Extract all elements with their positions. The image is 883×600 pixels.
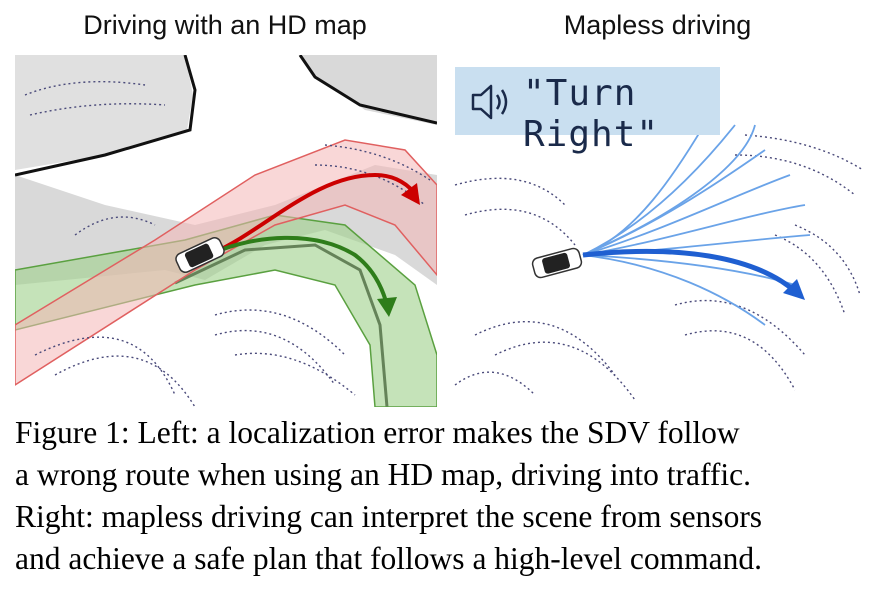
command-box: "Turn Right" [455, 67, 720, 155]
selected-plan-arrowhead [783, 279, 805, 300]
wrong-route-corridor [15, 139, 437, 386]
mapless-scene [454, 74, 864, 401]
road-boundary-top-right [298, 55, 437, 125]
correct-route-arrow [212, 235, 389, 306]
hd-map-panel [15, 55, 437, 407]
command-text: "Turn Right" [523, 73, 660, 155]
hd-map-scene [15, 55, 437, 407]
candidate-trajectories [582, 114, 811, 326]
wrong-route-arrowhead [401, 183, 420, 205]
mapless-panel: "Turn Right" [445, 55, 868, 407]
caption-line: and achieve a safe plan that follows a h… [15, 541, 762, 576]
car-icon [175, 237, 225, 273]
selected-plan-arrow [582, 248, 799, 295]
right-panel-title: Mapless driving [563, 10, 752, 40]
speaker-icon [471, 84, 508, 120]
correct-route-arrowhead [377, 297, 397, 317]
wrong-route-arrow [212, 172, 419, 255]
lidar-points [454, 74, 864, 401]
caption-line: a wrong route when using an HD map, driv… [15, 457, 752, 492]
road-boundary-top [15, 55, 197, 177]
caption-line: Right: mapless driving can interpret the… [15, 499, 763, 534]
caption-line: Figure 1: Left: a localization error mak… [15, 415, 740, 450]
left-panel-title: Driving with an HD map [83, 10, 367, 40]
car-icon [531, 247, 583, 279]
figure-caption: Figure 1: Left: a localization error mak… [15, 412, 875, 580]
